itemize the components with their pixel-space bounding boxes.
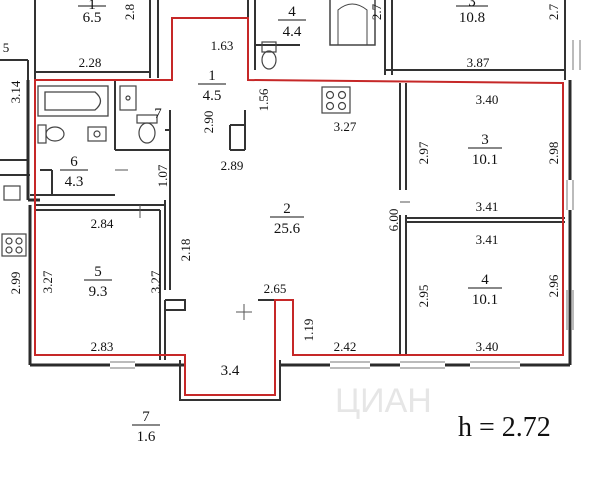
room-3-number: 3: [481, 132, 489, 148]
dim-2-28: 2.28: [79, 55, 102, 70]
dim-3-87: 3.87: [467, 55, 490, 70]
sink-icon: [119, 85, 137, 111]
dim-3-14: 3.14: [8, 80, 23, 103]
windows: [110, 40, 581, 369]
dim-2-83: 2.83: [91, 339, 114, 354]
room-1-area: 4.5: [203, 88, 222, 104]
dim-2-65: 2.65: [264, 281, 287, 296]
neighbor-bathtub: [329, 0, 376, 46]
dim-1-56: 1.56: [256, 88, 271, 111]
dim-2-8-top: 2.8: [122, 4, 137, 20]
dim-3-27-right: 3.27: [148, 270, 163, 293]
dim-3-4-balcony: 3.4: [221, 363, 240, 379]
neighbor-room-4-area: 4.4: [283, 24, 302, 40]
bathtub: [37, 85, 109, 117]
dim-2-96: 2.96: [546, 274, 561, 297]
room-7-number: 7: [154, 106, 162, 122]
neighbor-stove-icon: [1, 233, 27, 257]
dim-3-41-mid2: 3.41: [476, 232, 499, 247]
dim-3-40-top: 3.40: [476, 92, 499, 107]
neighbor-fixture: [3, 185, 21, 201]
neighbor-room-3-area: 10.8: [459, 10, 485, 26]
toilet-icon-room6: [37, 124, 65, 144]
ceiling-height-note: h = 2.72: [458, 412, 551, 443]
apartment-walls: [26, 80, 572, 367]
dim-1-63: 1.63: [211, 38, 234, 53]
dim-3-27-kitchen: 3.27: [334, 119, 357, 134]
dim-2-18: 2.18: [178, 239, 193, 262]
room-2-number: 2: [283, 201, 291, 217]
neighbor-room-4-number: 4: [288, 4, 296, 20]
dim-2-95: 2.95: [416, 285, 431, 308]
toilet-icon: [136, 114, 158, 144]
dim-2-97: 2.97: [416, 141, 431, 164]
dim-5-left: 5: [3, 40, 10, 55]
apartment-boundary: [34, 17, 564, 396]
dim-2-99: 2.99: [8, 272, 23, 295]
neighbor-toilet: [261, 41, 277, 70]
watermark-text: ЦИАН: [335, 382, 432, 420]
room-6-area: 4.3: [65, 174, 84, 190]
dim-3-27-left: 3.27: [40, 270, 55, 293]
room-1-number: 1: [208, 68, 216, 84]
interior-walls: [30, 80, 565, 360]
dim-2-90: 2.90: [201, 111, 216, 134]
room-5-number: 5: [94, 264, 102, 280]
stove-icon: [321, 86, 351, 114]
dim-2-98: 2.98: [546, 142, 561, 165]
room-3-area: 10.1: [472, 152, 498, 168]
room-5-area: 9.3: [89, 284, 108, 300]
dim-6-00: 6.00: [386, 209, 401, 232]
balcony-walls: [165, 299, 281, 401]
dim-1-07: 1.07: [155, 164, 170, 187]
neighbor-room-1-area: 6.5: [83, 10, 102, 26]
room-4-area: 10.1: [472, 292, 498, 308]
dim-3-41-mid1: 3.41: [476, 199, 499, 214]
dim-2-84: 2.84: [91, 216, 114, 231]
room-2-area: 25.6: [274, 221, 301, 237]
room-4-number: 4: [481, 272, 489, 288]
dim-2-7-top-right: 2.7: [546, 3, 561, 20]
sink-icon-room6: [87, 126, 107, 142]
room-6-number: 6: [70, 154, 78, 170]
dim-2-89: 2.89: [221, 158, 244, 173]
neighbor-room-3-number: 3: [468, 0, 476, 10]
dim-1-19: 1.19: [301, 319, 316, 342]
dim-3-40-bottom: 3.40: [476, 339, 499, 354]
markers: [115, 169, 410, 320]
dim-2-42: 2.42: [334, 339, 357, 354]
dim-2-7-top-mid: 2.7: [369, 3, 384, 20]
neighbor-room-7-number: 7: [142, 409, 150, 425]
neighbor-room-7-area: 1.6: [137, 429, 156, 445]
